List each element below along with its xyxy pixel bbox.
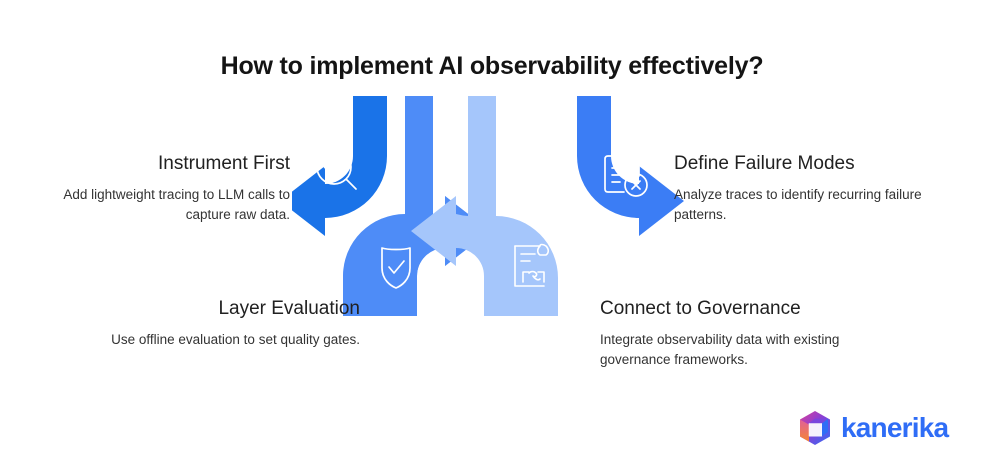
step-title: Instrument First: [158, 153, 290, 174]
arrow-define-failure-modes: [577, 96, 684, 236]
cube-icon: [800, 411, 830, 445]
step-label-layer-evaluation: Layer Evaluation Use offline evaluation …: [110, 297, 360, 350]
clipboard-error-icon: [604, 149, 648, 197]
step-description: Integrate observability data with existi…: [600, 331, 840, 367]
scroll-handshake-icon: [514, 243, 550, 287]
step-label-define-failure-modes: Define Failure Modes Analyze traces to i…: [674, 152, 924, 225]
page-title: How to implement AI observability effect…: [220, 52, 764, 80]
arrow-connect-to-governance: [411, 96, 558, 316]
arrow-flow-diagram: [280, 96, 692, 316]
step-label-instrument-first: Instrument First Add lightweight tracing…: [60, 152, 290, 225]
code-magnifier-icon: [316, 149, 357, 190]
step-label-connect-to-governance: Connect to Governance Integrate observab…: [600, 297, 860, 370]
brand-logo: kanerika: [798, 410, 949, 446]
step-description: Use offline evaluation to set quality ga…: [111, 331, 360, 347]
step-title: Define Failure Modes: [674, 153, 855, 174]
shield-check-icon: [381, 247, 411, 289]
step-title: Connect to Governance: [600, 298, 801, 319]
step-description: Add lightweight tracing to LLM calls to …: [63, 186, 290, 222]
arrow-instrument-first: [280, 96, 387, 236]
step-title: Layer Evaluation: [218, 298, 360, 319]
arrow-layer-evaluation: [343, 96, 490, 316]
logo-wordmark: kanerika: [841, 412, 949, 443]
step-description: Analyze traces to identify recurring fai…: [674, 186, 922, 222]
